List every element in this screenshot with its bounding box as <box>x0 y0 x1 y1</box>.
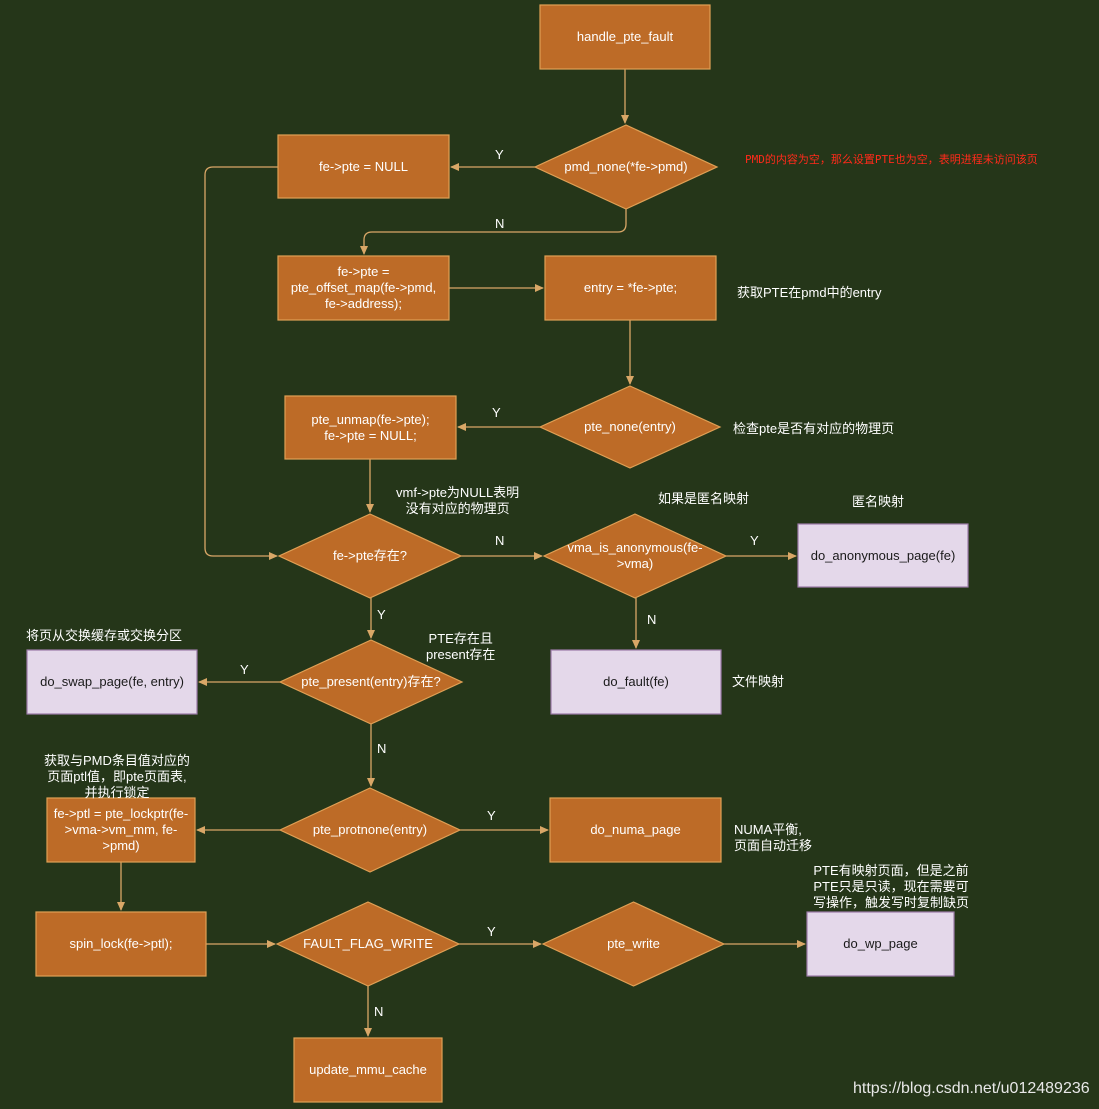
edge-label-vma-anon-no: N <box>647 612 657 627</box>
edge-label-pte-present-no: N <box>377 741 387 756</box>
edge-fe-pte-null-to-exists <box>204 166 278 560</box>
node-pte-present[interactable]: pte_present(entry)存在? <box>301 674 441 689</box>
note-check-pte: 检查pte是否有对应的物理页 <box>733 421 895 436</box>
fe-pte-null-shape <box>277 134 450 199</box>
pte-protnone-shape <box>278 787 462 873</box>
note-vmf-null: vmf->pte为NULL表明 没有对应的物理页 <box>396 485 520 516</box>
node-fault-flag-write[interactable]: FAULT_FLAG_WRITE <box>303 936 433 951</box>
note-file-map: 文件映射 <box>732 674 785 689</box>
node-entry[interactable]: entry = *fe->pte; <box>583 280 678 295</box>
node-handle-pte-fault[interactable]: handle_pte_fault <box>576 29 674 44</box>
pmd-none-shape <box>533 124 719 210</box>
node-vma-is-anonymous[interactable]: vma_is_anonymous(fe- >vma) <box>567 540 703 571</box>
fault-flag-write-shape <box>275 901 461 987</box>
node-do-wp-page[interactable]: do_wp_page <box>843 936 918 951</box>
handle-pte-fault-shape <box>539 4 711 70</box>
edge-label-pmd-none-no: N <box>495 216 505 231</box>
pte-unmap-shape <box>284 395 457 460</box>
node-do-numa-page[interactable]: do_numa_page <box>590 822 681 837</box>
note-pmd-empty: PMD的内容为空，那么设置PTE也为空，表明进程未访问该页 <box>745 153 1038 166</box>
edge-label-fault-write-yes: Y <box>487 924 496 939</box>
fe-pte-exists-shape <box>277 513 463 599</box>
do-anonymous-page-shape <box>797 523 969 588</box>
edge-label-pte-protnone-yes: Y <box>487 808 496 823</box>
node-pte-none[interactable]: pte_none(entry) <box>584 419 676 434</box>
node-shapes <box>26 4 969 1103</box>
edge-label-vma-anon-yes: Y <box>750 533 759 548</box>
node-do-swap-page[interactable]: do_swap_page(fe, entry) <box>40 674 184 689</box>
node-pte-unmap[interactable]: pte_unmap(fe->pte); fe->pte = NULL; <box>311 411 430 443</box>
node-spin-lock[interactable]: spin_lock(fe->ptl); <box>69 936 173 951</box>
edge-label-fault-write-no: N <box>374 1004 384 1019</box>
node-pte-lockptr[interactable]: fe->ptl = pte_lockptr(fe- >vma->vm_mm, f… <box>53 806 189 853</box>
edge-label-pte-none-yes: Y <box>492 405 501 420</box>
entry-shape <box>544 255 717 321</box>
pte-lockptr-shape <box>46 797 196 863</box>
do-swap-page-shape <box>26 649 198 715</box>
node-update-mmu-cache[interactable]: update_mmu_cache <box>309 1062 427 1077</box>
note-get-pte: 获取PTE在pmd中的entry <box>737 285 882 300</box>
node-do-anonymous-page[interactable]: do_anonymous_page(fe) <box>810 547 956 563</box>
node-do-fault[interactable]: do_fault(fe) <box>603 674 669 689</box>
node-pte-protnone[interactable]: pte_protnone(entry) <box>312 822 428 837</box>
note-pte-present-exists: PTE存在且 present存在 <box>426 631 496 662</box>
edge-label-pte-present-yes: Y <box>240 662 249 677</box>
watermark: https://blog.csdn.net/u012489236 <box>853 1080 1090 1097</box>
note-anonymous-map: 匿名映射 <box>852 494 905 509</box>
note-numa: NUMA平衡, 页面自动迁移 <box>734 822 813 853</box>
pte-offset-map-shape <box>277 255 450 321</box>
vma-is-anonymous-shape <box>542 513 728 599</box>
note-swap-from: 将页从交换缓存或交换分区 <box>26 628 183 643</box>
edge-pmd-none-no <box>360 209 627 255</box>
note-cow: PTE有映射页面，但是之前 PTE只是只读，现在需要可 写操作，触发写时复制缺页 <box>813 863 970 910</box>
do-wp-page-shape <box>806 911 955 977</box>
node-pte-write[interactable]: pte_write <box>607 936 660 951</box>
edge-label-pmd-none-yes: Y <box>495 147 504 162</box>
edge-label-fe-pte-exists-yes: Y <box>377 607 386 622</box>
update-mmu-cache-shape <box>293 1037 443 1103</box>
node-fe-pte-exists[interactable]: fe->pte存在? <box>332 548 408 563</box>
pte-present-shape <box>278 639 464 725</box>
pte-none-shape <box>538 385 722 469</box>
pte-write-shape <box>541 901 726 987</box>
spin-lock-shape <box>35 911 207 977</box>
node-pmd-none[interactable]: pmd_none(*fe->pmd) <box>564 159 688 174</box>
edge-label-fe-pte-exists-no: N <box>495 533 505 548</box>
note-get-ptl: 获取与PMD条目值对应的 页面ptl值，即pte页面表, 并执行锁定 <box>44 753 190 800</box>
node-fe-pte-null[interactable]: fe->pte = NULL <box>319 158 408 174</box>
node-pte-offset-map[interactable]: fe->pte = pte_offset_map(fe->pmd, fe->ad… <box>290 264 437 311</box>
connectors <box>117 69 806 1037</box>
do-numa-page-shape <box>549 797 722 863</box>
note-if-anonymous: 如果是匿名映射 <box>658 491 750 506</box>
do-fault-shape <box>550 649 722 715</box>
